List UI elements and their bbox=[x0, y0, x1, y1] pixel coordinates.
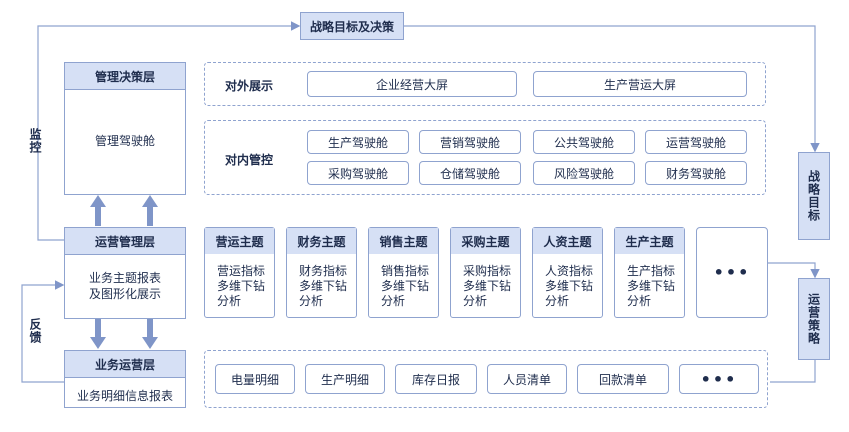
cockpit-item: 运营驾驶舱 bbox=[645, 130, 747, 154]
theme-line: 分析 bbox=[217, 294, 242, 308]
management-layer: 管理决策层 管理驾驶舱 bbox=[64, 62, 186, 195]
theme-card-procurement: 采购主题 采购指标多维下钻分析 bbox=[450, 227, 521, 318]
theme-card-operations: 营运主题 营运指标多维下钻分析 bbox=[204, 227, 275, 318]
business-layer: 业务运营层 业务明细信息报表 bbox=[64, 350, 186, 408]
strategic-goal-label: 战略目标 bbox=[806, 170, 821, 222]
external-item: 企业经营大屏 bbox=[307, 71, 517, 97]
external-display-label: 对外展示 bbox=[225, 79, 274, 93]
theme-card-sales: 销售主题 销售指标多维下钻分析 bbox=[368, 227, 439, 318]
internal-control-label: 对内管控 bbox=[225, 153, 274, 167]
strategic-goal-box: 战略目标 bbox=[798, 152, 830, 240]
theme-title: 生产主题 bbox=[615, 228, 684, 254]
cockpit-item: 营销驾驶舱 bbox=[419, 130, 521, 154]
strategy-decision-box: 战略目标及决策 bbox=[300, 12, 404, 40]
theme-line: 分析 bbox=[299, 294, 324, 308]
theme-line: 分析 bbox=[463, 294, 488, 308]
theme-more-card: ••• bbox=[696, 227, 768, 318]
theme-card-finance: 财务主题 财务指标多维下钻分析 bbox=[286, 227, 357, 318]
detail-reports-group: 电量明细 生产明细 库存日报 人员清单 回款清单 ••• bbox=[204, 350, 768, 408]
theme-title: 财务主题 bbox=[287, 228, 356, 254]
operations-layer-title: 运营管理层 bbox=[65, 228, 185, 255]
ellipsis-icon: ••• bbox=[713, 263, 751, 282]
management-layer-title: 管理决策层 bbox=[65, 63, 185, 90]
theme-line: 多维下钻 bbox=[463, 279, 512, 293]
theme-line: 采购指标 bbox=[463, 264, 512, 278]
detail-more-item: ••• bbox=[679, 364, 759, 394]
theme-title: 营运主题 bbox=[205, 228, 274, 254]
business-layer-body: 业务明细信息报表 bbox=[76, 389, 173, 403]
detail-item: 库存日报 bbox=[395, 364, 477, 394]
operations-layer: 运营管理层 业务主题报表 及图形化展示 bbox=[64, 227, 186, 319]
cockpit-item: 公共驾驶舱 bbox=[533, 130, 635, 154]
theme-line: 分析 bbox=[627, 294, 652, 308]
detail-item: 电量明细 bbox=[215, 364, 295, 394]
operations-layer-body-line1: 业务主题报表 bbox=[88, 271, 161, 285]
detail-item: 生产明细 bbox=[305, 364, 385, 394]
theme-line: 销售指标 bbox=[381, 264, 430, 278]
ops-strategy-label: 运营策略 bbox=[806, 293, 821, 345]
ellipsis-icon: ••• bbox=[700, 369, 738, 389]
cockpit-item: 风险驾驶舱 bbox=[533, 161, 635, 185]
operations-layer-body-line2: 及图形化展示 bbox=[88, 287, 161, 301]
monitor-label: 监控 bbox=[28, 128, 42, 154]
feedback-label: 反馈 bbox=[28, 318, 42, 344]
cockpit-item: 生产驾驶舱 bbox=[307, 130, 409, 154]
theme-line: 分析 bbox=[381, 294, 406, 308]
theme-line: 多维下钻 bbox=[299, 279, 348, 293]
theme-line: 生产指标 bbox=[627, 264, 676, 278]
theme-line: 多维下钻 bbox=[217, 279, 266, 293]
theme-line: 人资指标 bbox=[545, 264, 594, 278]
theme-card-production: 生产主题 生产指标多维下钻分析 bbox=[614, 227, 685, 318]
internal-control-group: 对内管控 生产驾驶舱 营销驾驶舱 公共驾驶舱 运营驾驶舱 采购驾驶舱 仓储驾驶舱… bbox=[204, 120, 766, 195]
detail-item: 人员清单 bbox=[487, 364, 567, 394]
cockpit-item: 财务驾驶舱 bbox=[645, 161, 747, 185]
theme-line: 多维下钻 bbox=[381, 279, 430, 293]
theme-line: 多维下钻 bbox=[545, 279, 594, 293]
theme-title: 销售主题 bbox=[369, 228, 438, 254]
cockpit-item: 仓储驾驶舱 bbox=[419, 161, 521, 185]
theme-title: 采购主题 bbox=[451, 228, 520, 254]
theme-line: 财务指标 bbox=[299, 264, 348, 278]
theme-title: 人资主题 bbox=[533, 228, 602, 254]
theme-line: 营运指标 bbox=[217, 264, 266, 278]
theme-card-hr: 人资主题 人资指标多维下钻分析 bbox=[532, 227, 603, 318]
detail-item: 回款清单 bbox=[577, 364, 669, 394]
ops-strategy-box: 运营策略 bbox=[798, 278, 830, 360]
theme-line: 分析 bbox=[545, 294, 570, 308]
external-display-group: 对外展示 企业经营大屏 生产营运大屏 bbox=[204, 62, 766, 106]
external-item: 生产营运大屏 bbox=[533, 71, 747, 97]
theme-line: 多维下钻 bbox=[627, 279, 676, 293]
business-layer-title: 业务运营层 bbox=[65, 351, 185, 378]
management-layer-body: 管理驾驶舱 bbox=[94, 134, 155, 148]
strategy-decision-label: 战略目标及决策 bbox=[309, 19, 394, 34]
cockpit-item: 采购驾驶舱 bbox=[307, 161, 409, 185]
